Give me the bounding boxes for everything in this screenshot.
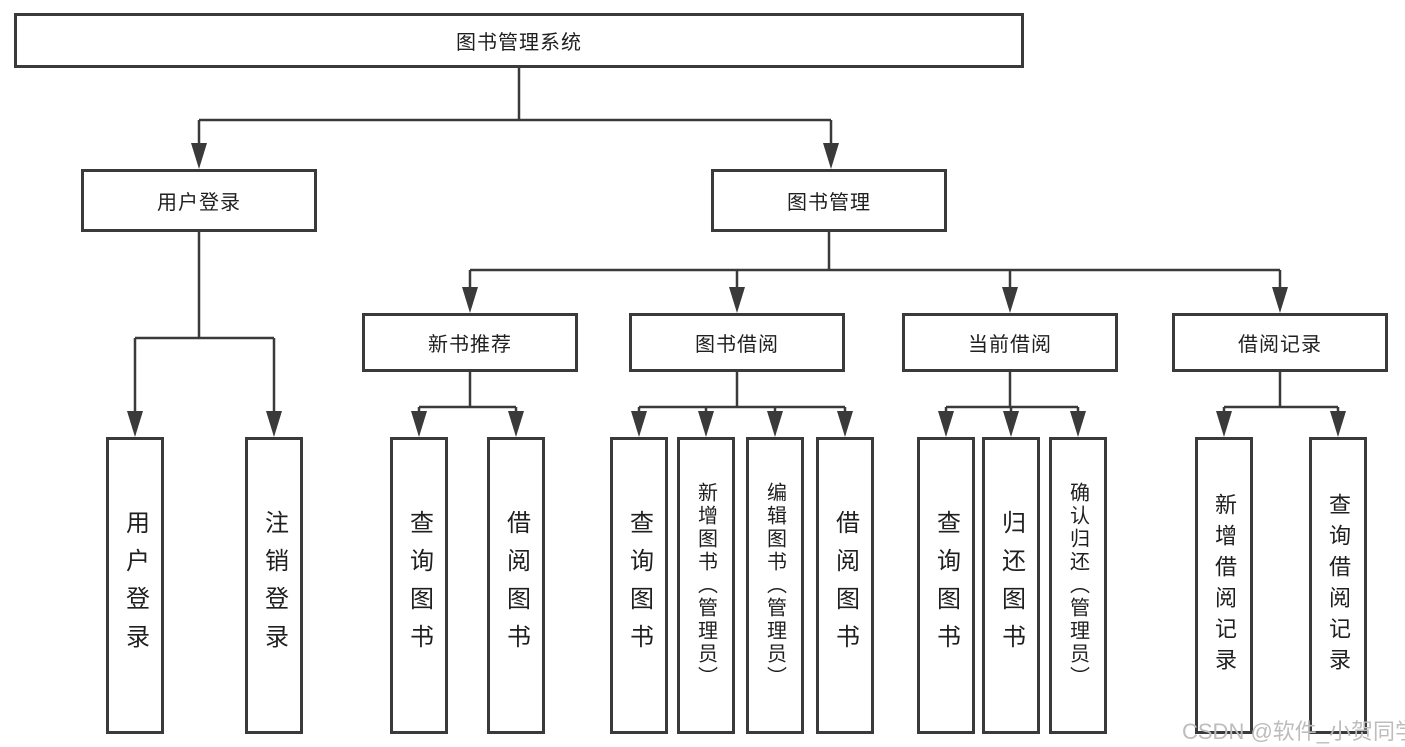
node-root: 图书管理系统 xyxy=(14,13,1024,68)
leaf-query-book-1: 查询图书 xyxy=(390,437,448,734)
leaf-user-login-label: 用户登录 xyxy=(121,509,149,662)
leaf-borrow-book-1-label: 借阅图书 xyxy=(502,509,530,662)
leaf-return-book-label: 归还图书 xyxy=(997,509,1025,662)
node-borrow-records-label: 借阅记录 xyxy=(1238,334,1322,356)
leaf-edit-book-admin-label: 编辑图书（管理员） xyxy=(763,482,786,689)
leaf-query-book-3: 查询图书 xyxy=(917,437,975,734)
node-book-borrow-label: 图书借阅 xyxy=(695,334,779,356)
leaf-confirm-return-admin: 确认归还（管理员） xyxy=(1049,437,1107,734)
leaf-add-borrow-record: 新增借阅记录 xyxy=(1195,437,1253,734)
leaf-confirm-return-admin-label: 确认归还（管理员） xyxy=(1066,482,1089,689)
leaf-return-book: 归还图书 xyxy=(982,437,1040,734)
leaf-borrow-book-2: 借阅图书 xyxy=(816,437,874,734)
leaf-query-book-1-label: 查询图书 xyxy=(405,509,433,662)
node-new-book-recommend-label: 新书推荐 xyxy=(428,334,512,356)
leaf-borrow-book-1: 借阅图书 xyxy=(487,437,545,734)
csdn-watermark: CSDN @软件_小贺同学 xyxy=(1182,719,1405,744)
leaf-query-book-2-label: 查询图书 xyxy=(625,509,653,662)
node-book-management-label: 图书管理 xyxy=(787,192,871,214)
node-user-login-label: 用户登录 xyxy=(157,192,241,214)
leaf-add-book-admin: 新增图书（管理员） xyxy=(677,437,735,734)
leaf-edit-book-admin: 编辑图书（管理员） xyxy=(746,437,804,734)
leaf-query-borrow-record: 查询借阅记录 xyxy=(1309,437,1367,734)
node-new-book-recommend: 新书推荐 xyxy=(362,313,578,372)
node-root-label: 图书管理系统 xyxy=(456,32,582,54)
node-borrow-records: 借阅记录 xyxy=(1172,313,1388,372)
arrowheads xyxy=(127,143,1346,437)
node-book-borrow: 图书借阅 xyxy=(629,313,845,372)
leaf-logout: 注销登录 xyxy=(245,437,303,734)
leaf-add-borrow-record-label: 新增借阅记录 xyxy=(1212,492,1237,679)
leaf-borrow-book-2-label: 借阅图书 xyxy=(831,509,859,662)
node-current-borrow: 当前借阅 xyxy=(902,313,1118,372)
leaf-query-borrow-record-label: 查询借阅记录 xyxy=(1326,492,1351,679)
leaf-add-book-admin-label: 新增图书（管理员） xyxy=(694,482,717,689)
node-book-management: 图书管理 xyxy=(711,169,947,232)
leaf-user-login: 用户登录 xyxy=(106,437,164,734)
leaf-query-book-2: 查询图书 xyxy=(610,437,668,734)
node-user-login: 用户登录 xyxy=(81,169,317,232)
node-current-borrow-label: 当前借阅 xyxy=(968,334,1052,356)
leaf-query-book-3-label: 查询图书 xyxy=(932,509,960,662)
leaf-logout-label: 注销登录 xyxy=(260,509,288,662)
